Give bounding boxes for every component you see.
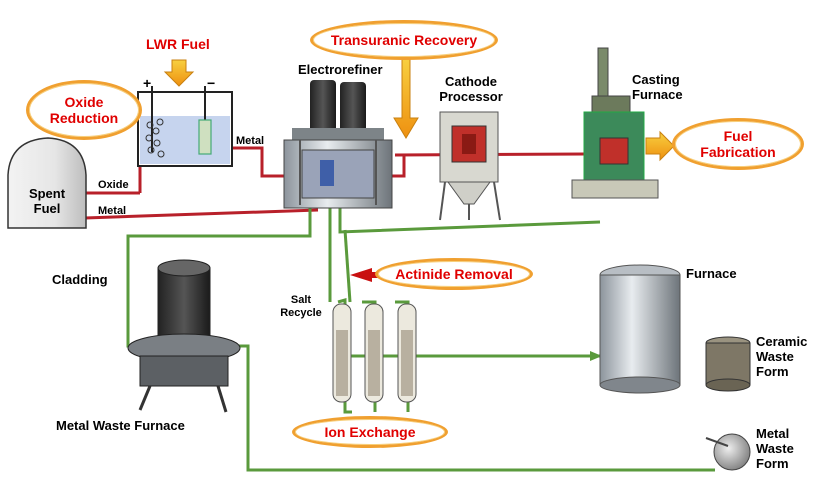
electrorefiner-label: Electrorefiner — [298, 62, 383, 77]
furnace-label: Furnace — [686, 266, 737, 281]
metal-waste-form-line-1: Metal — [756, 426, 790, 441]
metal-waste-furnace-label: Metal Waste Furnace — [56, 418, 185, 433]
oxide-reduction-line-1: Oxide — [64, 94, 104, 110]
casting-furnace-line-2: Furnace — [632, 87, 683, 102]
metal-waste-form-line-3: Form — [756, 456, 789, 471]
salt-recycle-line-2: Recycle — [280, 307, 322, 319]
casting-furnace-icon — [571, 47, 659, 199]
oxide-reduction-bath-icon — [137, 86, 233, 167]
metal-waste-form-label: Metal Waste Form — [756, 426, 794, 471]
ceramic-waste-form-line-1: Ceramic — [756, 334, 808, 349]
metal-waste-furnace-icon — [127, 259, 241, 413]
casting-furnace-line-1: Casting — [632, 72, 680, 87]
actinide-removal-label: Actinide Removal — [395, 266, 513, 282]
ceramic-waste-form-icon — [705, 336, 751, 392]
oxide-line-label: Oxide — [98, 179, 129, 191]
casting-furnace-label: Casting Furnace — [632, 72, 683, 102]
ion-exchange-oval: Ion Exchange — [292, 416, 448, 448]
cathode-processor-icon — [439, 111, 501, 221]
metal-waste-form-line-2: Waste — [756, 441, 794, 456]
transuranic-recovery-oval: Transuranic Recovery — [310, 20, 498, 60]
ion-exchange-columns-icon — [332, 303, 417, 403]
actinide-removal-oval: Actinide Removal — [375, 258, 533, 290]
cathode-processor-label: Cathode Processor — [436, 74, 506, 104]
metal-output-label: Metal — [236, 135, 265, 147]
cathode-processor-line-2: Processor — [439, 89, 503, 104]
salt-recycle-line-1: Salt — [290, 294, 312, 306]
spent-fuel-cask-icon — [7, 137, 87, 229]
fuel-fabrication-line-1: Fuel — [723, 128, 753, 144]
spent-fuel-line-2: Fuel — [33, 201, 61, 216]
ceramic-waste-form-line-3: Form — [756, 364, 789, 379]
electrorefiner-icon — [283, 80, 393, 209]
cathode-minus-label: − — [207, 75, 216, 91]
ceramic-waste-form-label: Ceramic Waste Form — [756, 334, 807, 379]
metal-waste-form-icon — [705, 433, 751, 471]
lwr-fuel-label: LWR Fuel — [146, 36, 210, 52]
spent-fuel-line-1: Spent — [28, 186, 66, 201]
oxide-reduction-line-2: Reduction — [49, 110, 119, 126]
spent-fuel-label: Spent Fuel — [22, 186, 72, 216]
cladding-label: Cladding — [52, 272, 108, 287]
cathode-processor-line-1: Cathode — [445, 74, 497, 89]
salt-recycle-label: Salt Recycle — [276, 294, 326, 320]
anode-plus-label: + — [143, 75, 152, 91]
ceramic-furnace-icon — [599, 264, 681, 394]
fuel-fabrication-line-2: Fabrication — [700, 144, 776, 160]
ion-exchange-label: Ion Exchange — [324, 424, 416, 440]
metal-line-label: Metal — [98, 205, 127, 217]
transuranic-recovery-label: Transuranic Recovery — [330, 32, 478, 48]
ceramic-waste-form-line-2: Waste — [756, 349, 794, 364]
